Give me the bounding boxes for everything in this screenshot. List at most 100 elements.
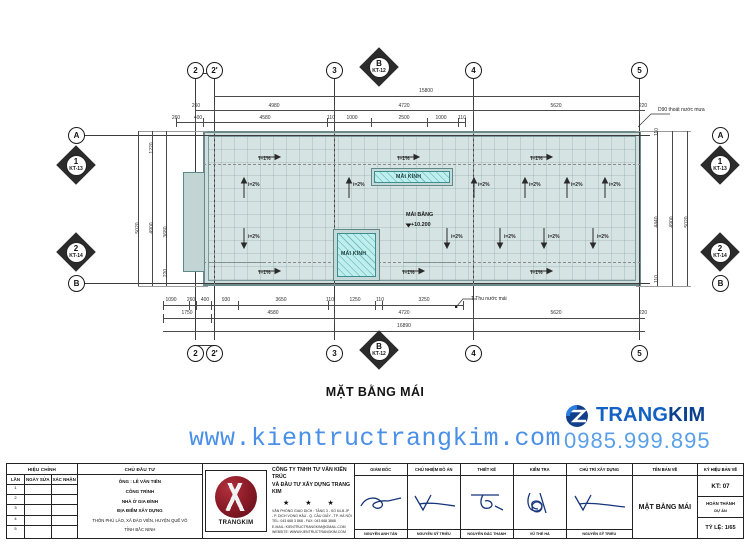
- dim-top3-260: 260: [171, 115, 181, 121]
- signature-area[interactable]: [567, 476, 632, 529]
- dim-tick: [334, 314, 335, 323]
- scale-label: TỶ LỆ: 1/65: [705, 525, 736, 531]
- revision-col-header: NGÀY SỬA: [25, 475, 51, 485]
- level-symbol-icon: [405, 223, 412, 228]
- grid-bubble-bottom-3[interactable]: 3: [326, 345, 343, 362]
- signature-col-checker: KIỂM TRA VŨ THẾ HÀ: [513, 464, 567, 538]
- revision-row[interactable]: 5: [14, 525, 17, 531]
- section-marker-sheet: KT-13: [713, 165, 727, 172]
- revision-cell[interactable]: [25, 485, 51, 496]
- revision-cell[interactable]: [52, 526, 77, 536]
- dim-right-4900: 4900: [669, 216, 675, 228]
- company-name-line1: CÔNG TY TNHH TƯ VẤN KIẾN TRÚC: [272, 466, 347, 481]
- grid-bubble-label: 5: [637, 348, 642, 358]
- site-address-line1: THÔN PHÚ LÃO, XÃ ĐÀO VIÊN, HUYỆN QUẾ VÕ: [92, 518, 188, 523]
- site-label: ĐỊA ĐIỂM XÂY DỰNG: [117, 508, 163, 514]
- flat-roof-label: MÁI BẰNG: [406, 212, 434, 218]
- status-cell: HOÀN THÀNH DỰ ÁN: [698, 497, 743, 518]
- signature-col-director: GIÁM ĐỐC NGUYỄN ANH TÂN: [354, 464, 408, 538]
- revision-row[interactable]: 4: [7, 516, 24, 526]
- section-marker-1-left[interactable]: 1 KT-13: [56, 145, 96, 185]
- grid-bubble-top-2[interactable]: 2: [187, 62, 204, 79]
- dim-line-bottom-row1: [163, 305, 463, 306]
- revision-cell[interactable]: [51, 505, 77, 516]
- dim-tick: [334, 118, 335, 127]
- dim-line-top-row2: [195, 110, 645, 111]
- signature-area[interactable]: [514, 476, 566, 529]
- section-marker-sheet: KT-12: [372, 350, 386, 357]
- grid-bubble-label: 2: [193, 65, 198, 75]
- company-tel: TEL: 043 668 3 868 - FAX: 043 668 3868: [272, 519, 336, 524]
- grid-bubble-bottom-2p[interactable]: 2': [206, 345, 223, 362]
- revision-row[interactable]: 3: [7, 505, 24, 516]
- grid-bubble-bottom-4[interactable]: 4: [465, 345, 482, 362]
- dim-tick: [189, 301, 190, 310]
- dim-left-3680: 3680: [163, 226, 169, 238]
- grid-bubble-top-2p[interactable]: 2': [206, 62, 223, 79]
- grid-bubble-label: B: [717, 278, 724, 288]
- dim-tick: [465, 118, 466, 127]
- grid-bubble-top-5[interactable]: 5: [631, 62, 648, 79]
- signature-name: NGUYỄN SỸ TRIỀU: [407, 529, 460, 538]
- dim-tick: [211, 301, 212, 310]
- signature-icon: [360, 496, 401, 509]
- revision-cell[interactable]: [51, 495, 77, 506]
- brand-block: TRANGKIM 0985.999.895: [562, 404, 742, 458]
- grid-bubble-label: 5: [637, 65, 642, 75]
- revision-cell[interactable]: [25, 505, 51, 516]
- dim-tick: [196, 301, 197, 310]
- dim-bot1-260: 260: [186, 297, 196, 303]
- dim-top-220: 220: [638, 103, 648, 109]
- brand-name-part2: KIM: [668, 404, 706, 426]
- revision-row[interactable]: 2: [7, 495, 24, 506]
- slope-label: i=1%: [259, 156, 271, 162]
- signature-area[interactable]: [355, 476, 407, 529]
- gridline-axis-2-jog: [195, 73, 215, 74]
- project-name: NHÀ Ở GIA ĐÌNH: [121, 498, 158, 504]
- grid-bubble-label: 3: [332, 348, 337, 358]
- drain-note-leader: [637, 113, 670, 128]
- grid-bubble-top-4[interactable]: 4: [465, 62, 482, 79]
- slope-arrow-2pct-d: i=2%: [521, 176, 541, 203]
- grid-bubble-bottom-5[interactable]: 5: [631, 345, 648, 362]
- grid-bubble-top-3[interactable]: 3: [326, 62, 343, 79]
- slope-arrow-1pct-b: i=1%: [397, 148, 425, 166]
- dim-tick: [238, 301, 239, 310]
- signature-area[interactable]: [408, 476, 460, 529]
- company-name-line2: VÀ ĐẦU TƯ XÂY DỰNG TRANG KIM: [272, 481, 351, 496]
- grid-bubble-left-B[interactable]: B: [68, 275, 85, 292]
- flat-roof-level-label: +10.200: [411, 222, 431, 228]
- grid-bubble-right-A[interactable]: A: [712, 127, 729, 144]
- revision-cell[interactable]: [25, 495, 51, 506]
- revision-row[interactable]: 1: [7, 485, 24, 496]
- revision-col-header: XÁC NHẬN: [51, 475, 77, 485]
- revision-cell[interactable]: [25, 516, 51, 526]
- dim-tick: [328, 301, 329, 310]
- grid-bubble-bottom-2[interactable]: 2: [187, 345, 204, 362]
- slope-label: i=2%: [248, 182, 260, 188]
- ext-line: [138, 131, 208, 132]
- signature-col-project-lead: CHỦ NHIỆM ĐỒ ÁN NGUYỄN SỸ TRIỀU: [407, 464, 461, 538]
- dim-top-4980: 4980: [268, 103, 280, 109]
- revision-cell[interactable]: [25, 526, 51, 536]
- section-marker-2-left[interactable]: 2 KT-14: [56, 232, 96, 272]
- section-marker-sheet: KT-14: [713, 252, 727, 259]
- signature-icon: [527, 492, 547, 513]
- dim-line-bottom-row2: [163, 318, 645, 319]
- signature-area[interactable]: [461, 476, 513, 529]
- glass-roof-strip[interactable]: [374, 171, 450, 183]
- section-marker-B-bottom[interactable]: B KT-12: [359, 330, 399, 370]
- status-label: HOÀN THÀNH: [706, 501, 735, 506]
- company-address-1: VĂN PHÒNG GIAO DỊCH : TẦNG 3 - SỐ 64-B J…: [272, 508, 350, 513]
- grid-bubble-left-A[interactable]: A: [68, 127, 85, 144]
- revision-cell[interactable]: [51, 516, 77, 526]
- glass-roof-square[interactable]: [337, 233, 376, 277]
- grid-bubble-label: A: [717, 130, 724, 140]
- revision-cell[interactable]: [51, 485, 77, 496]
- section-marker-1-right[interactable]: 1 KT-13: [700, 145, 740, 185]
- slope-arrow-2pct-f: i=2%: [601, 176, 621, 203]
- section-marker-B-top[interactable]: B KT-12: [359, 47, 399, 87]
- grid-bubble-right-B[interactable]: B: [712, 275, 729, 292]
- section-marker-2-right[interactable]: 2 KT-14: [700, 232, 740, 272]
- dim-tick: [463, 301, 464, 310]
